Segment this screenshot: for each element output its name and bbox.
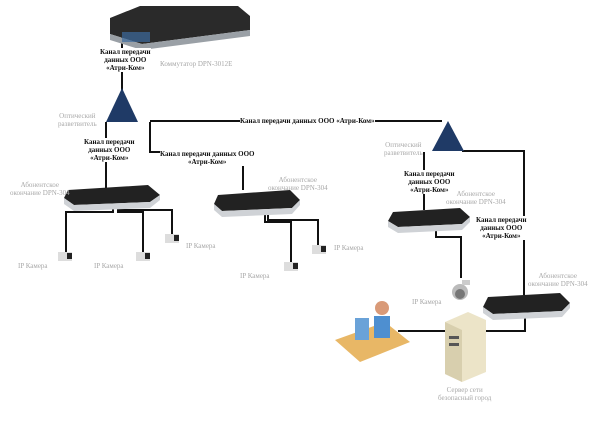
- splitter-right-icon: [432, 121, 464, 151]
- ip-camera-icon: [136, 252, 150, 261]
- camera-label: IP Камера: [334, 244, 364, 252]
- channel-label-terminal2: Канал передачи данных ООО«Атри-Ком»: [160, 150, 255, 166]
- terminal-device-icon: [388, 208, 470, 233]
- channel-label-long: Канал передачи данных ООО «Атри-Ком»: [240, 117, 375, 125]
- terminal-device-icon: [214, 190, 300, 217]
- camera-label: IP Камера: [94, 262, 124, 270]
- camera-label: IP Камера: [18, 262, 48, 270]
- wire-t1-cam2: [117, 205, 144, 255]
- wire-t2-cam1: [264, 215, 292, 265]
- wire-t1-cam1: [65, 205, 114, 255]
- ip-camera-icon: [58, 252, 72, 261]
- operator-workstation-icon: [335, 301, 410, 362]
- wire-splitter-terminal4: [462, 150, 525, 295]
- camera-label: IP Камера: [412, 298, 442, 306]
- camera-label: IP Камера: [240, 272, 270, 280]
- wire-t2-cam2: [267, 215, 319, 247]
- wire-server-terminal4: [486, 315, 526, 332]
- ip-camera-icon: [312, 245, 326, 254]
- wire-t1-cam3: [119, 205, 173, 238]
- switch-device-icon: [110, 6, 250, 50]
- ip-camera-icon: [284, 262, 298, 271]
- server-icon: [445, 312, 486, 382]
- dome-camera-icon: [452, 280, 470, 300]
- ip-camera-icon: [165, 234, 179, 243]
- switch-label: Коммутатор DPN-3012E: [160, 60, 233, 68]
- terminal-device-icon: [483, 293, 570, 320]
- splitter-left-icon: [106, 88, 138, 122]
- terminal-device-icon: [64, 185, 160, 211]
- wire-t3-cam: [435, 230, 462, 278]
- camera-label: IP Камера: [186, 242, 216, 250]
